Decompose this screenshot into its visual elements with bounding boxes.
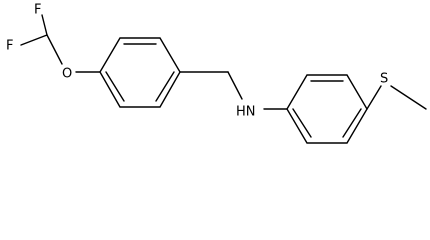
bond-s-methyl	[390, 85, 427, 110]
left-ring-double-bond-right	[155, 71, 175, 102]
atom-label-f2: F	[6, 39, 13, 54]
atom-label-o: O	[62, 67, 72, 82]
bond-f1-c	[41, 14, 48, 36]
atom-label-f1: F	[34, 3, 41, 18]
bond-ch2-n	[227, 71, 243, 100]
bond-f2-c	[20, 34, 48, 46]
right-benzene-ring	[286, 74, 368, 144]
left-ring-double-bond-left	[105, 71, 125, 102]
molecule-structure-diagram: F F O HN S	[6, 3, 427, 144]
right-ring-outline	[286, 74, 368, 144]
difluoromethyl-group	[20, 14, 63, 65]
left-benzene-ring	[99, 37, 181, 108]
bond-c-o	[46, 34, 63, 65]
atom-label-s: S	[380, 72, 388, 87]
right-ring-double-bond-right	[342, 108, 362, 138]
atom-label-nh: HN	[236, 105, 256, 120]
right-ring-double-bond-left	[292, 108, 312, 138]
left-ring-outline	[99, 37, 181, 108]
bond-ring-s	[366, 85, 382, 110]
